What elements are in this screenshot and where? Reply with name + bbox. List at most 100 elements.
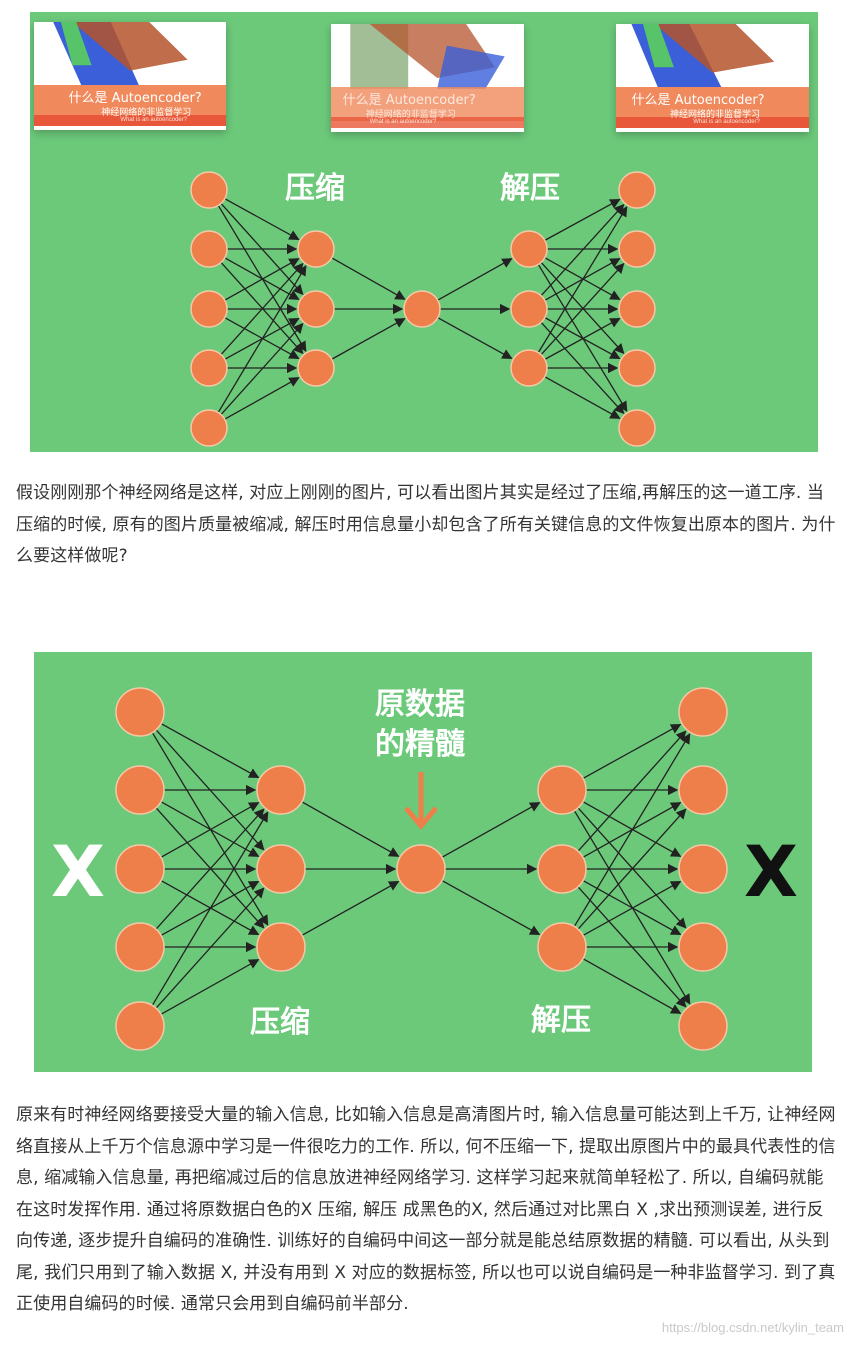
neuron-node: [678, 1001, 728, 1051]
figure-autoencoder-diagram: X X 原数据 的精髓 压缩 解压: [34, 652, 812, 1072]
neuron-node: [618, 290, 656, 328]
thumbnail-subtitle: 神经网络的非监督学习: [101, 108, 192, 119]
label-compress: 压缩: [285, 171, 345, 206]
connection-arrow: [220, 262, 304, 356]
connection-arrow: [540, 203, 625, 297]
thumbnail-2: 什么是 Autoencoder? 神经网络的非监督学习 What is an a…: [331, 24, 524, 132]
neuron-node: [618, 230, 656, 268]
connection-arrow: [582, 880, 682, 936]
neuron-node: [678, 922, 728, 972]
neuron-node: [115, 1001, 165, 1051]
neuron-node: [396, 844, 446, 894]
neural-network-diagram-1: 压缩 解压: [190, 171, 656, 447]
thumbnail-3: 什么是 Autoencoder? 神经网络的非监督学习 What is an a…: [616, 24, 809, 132]
neuron-node: [190, 171, 228, 209]
connection-arrow: [577, 807, 687, 929]
scatter-thumbnail-image: [53, 22, 188, 87]
paragraph-explanation: 原来有时神经网络要接受大量的输入信息, 比如输入信息是高清图片时, 输入信息量可…: [16, 1105, 836, 1314]
essence-label-line1: 原数据: [375, 687, 465, 722]
connection-arrow: [160, 959, 260, 1015]
label-decompress: 解压: [500, 171, 560, 206]
down-arrow-icon: [404, 772, 438, 830]
connection-arrow: [544, 198, 621, 241]
neuron-node: [618, 171, 656, 209]
paragraph-intro: 假设刚刚那个神经网络是这样, 对应上刚刚的图片, 可以看出图片其实是经过了压缩,…: [16, 483, 836, 566]
neuron-node: [537, 844, 587, 894]
thumbnail-caption: What is an autoencoder?: [120, 117, 188, 124]
connection-arrow: [544, 257, 621, 300]
neuron-node: [190, 349, 228, 387]
neuron-node: [678, 844, 728, 894]
neuron-node: [510, 230, 548, 268]
connection-arrow: [224, 258, 300, 301]
neuron-node: [256, 922, 306, 972]
connection-arrow: [224, 198, 300, 240]
neuron-node: [297, 290, 335, 328]
connection-arrow: [537, 205, 628, 353]
connection-arrow: [160, 801, 260, 857]
connection-arrow: [544, 317, 621, 360]
scatter-thumbnail-image: [350, 24, 505, 89]
neuron-node: [256, 765, 306, 815]
connection-arrow: [224, 317, 300, 359]
connection-arrow: [573, 733, 691, 927]
neuron-node: [190, 290, 228, 328]
neuron-node: [297, 349, 335, 387]
neuron-node: [678, 687, 728, 737]
neuron-node: [510, 290, 548, 328]
neuron-node: [115, 765, 165, 815]
thumbnail-title: 什么是 Autoencoder?: [68, 90, 202, 106]
connection-arrow: [160, 880, 260, 936]
thumbnail-caption: What is an autoencoder?: [369, 119, 437, 126]
label-decompress: 解压: [531, 1003, 591, 1038]
connection-arrow: [160, 802, 260, 858]
neuron-node: [510, 349, 548, 387]
connection-arrow: [160, 723, 260, 779]
neuron-node: [115, 844, 165, 894]
connection-arrow: [437, 258, 513, 301]
essence-label-line2: 的精髓: [375, 727, 465, 762]
connection-arrow: [577, 808, 687, 930]
label-compress: 压缩: [250, 1005, 310, 1040]
figure-autoencoder-thumbnails: 什么是 Autoencoder? 神经网络的非监督学习 What is an a…: [30, 12, 818, 452]
connection-arrow: [441, 880, 541, 936]
connection-arrow: [540, 261, 625, 355]
connection-arrow: [331, 257, 406, 300]
thumbnail-title: 什么是 Autoencoder?: [342, 92, 476, 108]
output-x-label: X: [744, 831, 798, 913]
watermark: https://blog.csdn.net/kylin_team: [661, 1320, 844, 1335]
neuron-node: [256, 844, 306, 894]
connection-arrow: [220, 261, 304, 355]
neuron-node: [537, 922, 587, 972]
neuron-node: [678, 765, 728, 815]
connection-arrow: [224, 377, 300, 420]
neuron-node: [618, 409, 656, 447]
neuron-node: [403, 290, 441, 328]
connection-arrow: [155, 887, 265, 1009]
connection-arrow: [217, 265, 307, 413]
connection-arrow: [437, 317, 513, 359]
neuron-node: [537, 765, 587, 815]
connection-arrow: [582, 801, 682, 857]
neuron-node: [190, 409, 228, 447]
connection-arrow: [582, 880, 682, 936]
neural-network-diagram-2: X X 原数据 的精髓 压缩 解压: [51, 687, 798, 1051]
connection-arrow: [582, 958, 682, 1014]
neuron-node: [297, 230, 335, 268]
connection-arrow: [544, 317, 621, 360]
neuron-node: [115, 687, 165, 737]
connection-arrow: [577, 730, 687, 852]
connection-arrow: [301, 801, 400, 857]
connection-arrow: [220, 322, 304, 416]
thumbnail-title: 什么是 Autoencoder?: [631, 92, 765, 108]
thumbnail-1: 什么是 Autoencoder? 神经网络的非监督学习 What is an a…: [34, 22, 226, 130]
thumbnail-subtitle: 神经网络的非监督学习: [670, 110, 761, 121]
neuron-node: [618, 349, 656, 387]
connection-arrow: [540, 262, 625, 356]
connection-arrow: [224, 257, 300, 300]
scatter-thumbnail-image: [631, 24, 775, 89]
connection-arrow: [331, 318, 406, 360]
connection-arrow: [544, 376, 621, 419]
connection-arrow: [155, 808, 265, 930]
thumbnail-caption: What is an autoencoder?: [693, 119, 760, 126]
